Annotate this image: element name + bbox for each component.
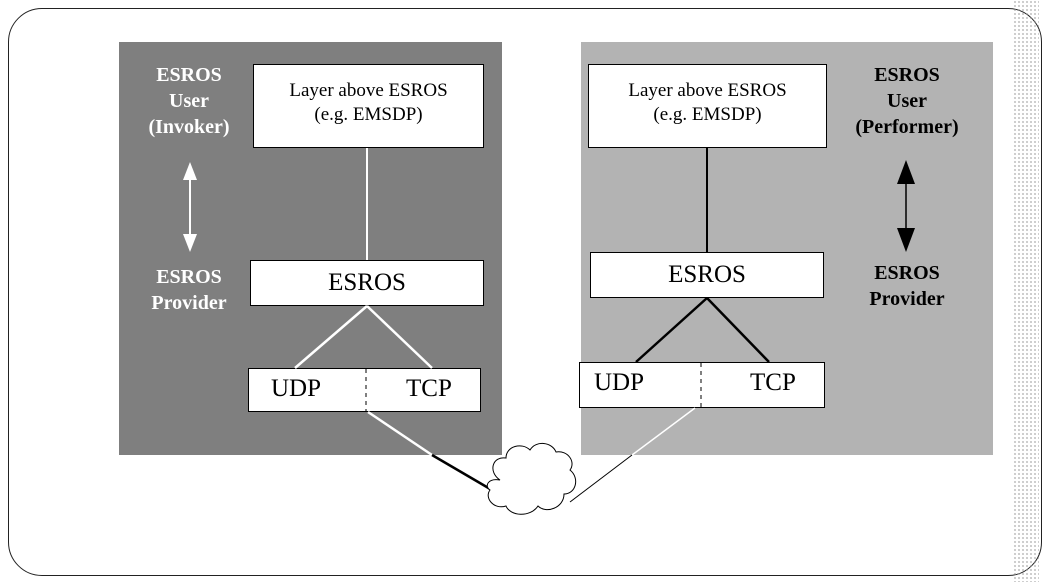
left-udp-label: UDP — [271, 375, 322, 402]
right-udp-label: UDP — [594, 369, 645, 396]
left-provider-label: ESROS Provider — [136, 264, 242, 316]
right-network-link-black — [569, 454, 633, 503]
left-provider-line1: ESROS — [156, 266, 222, 288]
left-esros-label: ESROS — [328, 269, 406, 296]
right-tcp-label: TCP — [750, 369, 796, 396]
right-user-line1: ESROS — [874, 64, 940, 86]
left-user-label: ESROS User (Invoker) — [136, 62, 242, 140]
right-provider-line2: Provider — [869, 288, 945, 310]
right-esros-udp-link — [635, 297, 708, 363]
left-user-line3: (Invoker) — [148, 116, 230, 138]
right-layer-above-line1: Layer above ESROS — [628, 80, 787, 101]
left-udp-tcp-box: UDP TCP — [248, 368, 481, 412]
left-tcp-label: TCP — [406, 375, 452, 402]
left-layer-above-box: Layer above ESROS (e.g. EMSDP) — [253, 64, 484, 148]
right-provider-line1: ESROS — [874, 262, 940, 284]
right-network-link-gray — [631, 407, 696, 456]
left-esros-udp-link — [294, 305, 368, 369]
left-user-line1: ESROS — [156, 64, 222, 86]
left-network-link-white — [367, 410, 433, 457]
right-esros-label: ESROS — [668, 261, 746, 288]
right-double-arrow-icon — [897, 160, 915, 252]
right-esros-tcp-link — [706, 297, 770, 363]
edge-dot-pattern — [1013, 0, 1039, 582]
right-user-label: ESROS User (Performer) — [848, 62, 966, 140]
right-layer-above-box: Layer above ESROS (e.g. EMSDP) — [588, 64, 827, 148]
left-esros-tcp-link — [366, 305, 433, 369]
cloud-icon — [486, 443, 577, 515]
left-provider-line2: Provider — [151, 292, 227, 314]
right-user-line3: (Performer) — [855, 116, 959, 138]
right-esros-box: ESROS — [590, 252, 824, 298]
left-layer-above-line1: Layer above ESROS — [289, 80, 448, 101]
right-user-line2: User — [887, 90, 927, 112]
right-udp-tcp-box: UDP TCP — [579, 362, 825, 408]
left-layer-above-line2: (e.g. EMSDP) — [314, 104, 423, 125]
left-double-arrow-icon — [183, 162, 197, 252]
left-esros-box: ESROS — [250, 260, 484, 306]
right-layer-above-line2: (e.g. EMSDP) — [653, 104, 762, 125]
left-network-link-black — [431, 453, 498, 495]
left-user-line2: User — [169, 90, 209, 112]
right-provider-label: ESROS Provider — [848, 260, 966, 312]
